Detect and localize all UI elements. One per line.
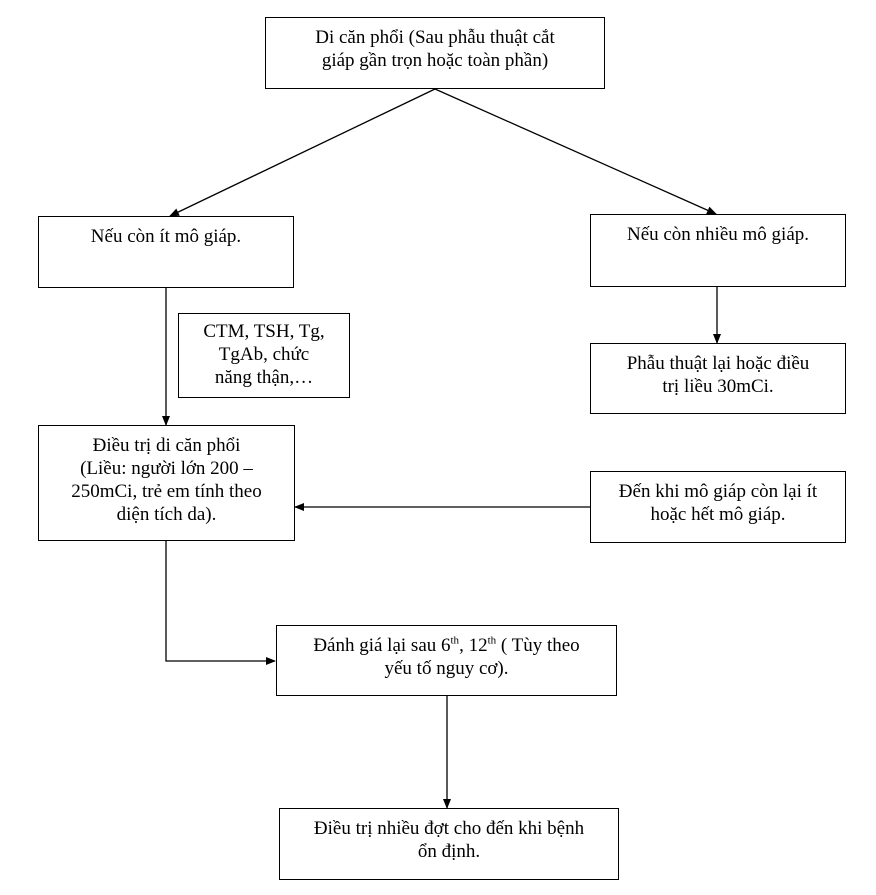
reassess-sup-2: th — [487, 634, 497, 647]
node-reassess-line-2: yếu tố nguy cơ). — [384, 658, 509, 679]
node-root-line-2: giáp gần trọn hoặc toàn phần) — [321, 50, 549, 71]
node-tests-line-2: TgAb, chức — [218, 344, 310, 365]
node-final-line-2: ổn định. — [417, 841, 481, 862]
node-left: Nếu còn ít mô giáp. — [38, 216, 294, 288]
reassess-text-b: , 12 — [459, 635, 488, 656]
node-surgery: Phẫu thuật lại hoặc điều trị liều 30mCi. — [590, 343, 846, 414]
node-right: Nếu còn nhiều mô giáp. — [590, 214, 846, 287]
reassess-sup-1: th — [450, 634, 460, 647]
node-tests-text: CTM, TSH, Tg, TgAb, chức năng thận,… — [185, 320, 343, 399]
arrow-treatment-to-reassess — [165, 541, 276, 665]
node-treatment: Điều trị di căn phổi (Liều: người lớn 20… — [38, 425, 295, 541]
arrow-root-to-left — [169, 88, 436, 217]
node-right-line-1: Nếu còn nhiều mô giáp. — [626, 224, 810, 245]
node-tests: CTM, TSH, Tg, TgAb, chức năng thận,… — [178, 313, 350, 398]
node-treatment-line-4: diện tích da). — [116, 504, 217, 525]
node-treatment-line-3: 250mCi, trẻ em tính theo — [71, 481, 262, 502]
node-reassess: Đánh giá lại sau 6th, 12th ( Tùy theo yế… — [276, 625, 617, 696]
node-until-line-1: Đến khi mô giáp còn lại ít — [618, 481, 818, 502]
node-treatment-line-2: (Liều: người lớn 200 – — [80, 458, 253, 479]
node-root-line-1: Di căn phổi (Sau phẫu thuật cắt — [315, 27, 555, 48]
reassess-text-a: Đánh giá lại sau 6 — [313, 635, 451, 656]
node-surgery-line-1: Phẫu thuật lại hoặc điều — [626, 353, 810, 374]
node-final: Điều trị nhiều đợt cho đến khi bệnh ổn đ… — [279, 808, 619, 880]
node-until: Đến khi mô giáp còn lại ít hoặc hết mô g… — [590, 471, 846, 543]
node-tests-line-3: năng thận,… — [214, 367, 314, 388]
node-surgery-line-2: trị liều 30mCi. — [662, 376, 774, 397]
node-final-line-1: Điều trị nhiều đợt cho đến khi bệnh — [313, 818, 585, 839]
reassess-text-c: ( Tùy theo — [496, 635, 580, 656]
node-treatment-line-1: Điều trị di căn phổi — [92, 435, 241, 456]
node-reassess-line-1: Đánh giá lại sau 6th, 12th ( Tùy theo — [283, 634, 610, 657]
node-tests-line-1: CTM, TSH, Tg, — [203, 321, 325, 342]
node-root: Di căn phổi (Sau phẫu thuật cắt giáp gần… — [265, 17, 605, 89]
arrow-root-to-right — [434, 88, 717, 215]
node-until-line-2: hoặc hết mô giáp. — [650, 504, 786, 525]
node-left-line-1: Nếu còn ít mô giáp. — [90, 226, 242, 247]
